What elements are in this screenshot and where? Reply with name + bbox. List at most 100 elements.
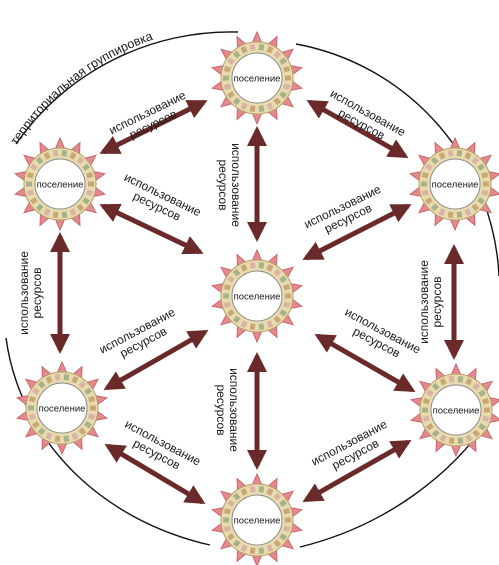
building-icon — [471, 203, 480, 212]
building-icon — [26, 189, 34, 196]
building-icon — [285, 75, 291, 81]
building-icon — [430, 203, 439, 212]
building-icon — [249, 261, 256, 269]
building-icon — [84, 387, 92, 395]
building-icon — [61, 211, 68, 219]
settlement-node-bottom: поселение — [210, 472, 304, 565]
building-icon — [227, 309, 235, 317]
resource-arrows — [50, 99, 464, 505]
settlement-label: поселение — [234, 516, 281, 527]
building-icon — [223, 66, 231, 73]
building-icon — [422, 398, 430, 405]
building-icon — [283, 301, 291, 308]
building-icon — [86, 189, 94, 196]
label-line-2: ресурсов — [216, 159, 230, 210]
building-icon — [471, 156, 480, 165]
building-icon — [482, 398, 490, 405]
arrow-lowerright-bottom — [302, 439, 412, 503]
building-icon — [232, 97, 241, 106]
building-icon — [279, 309, 287, 317]
building-icon — [61, 149, 68, 157]
building-icon — [37, 427, 46, 436]
building-icon — [249, 485, 256, 493]
building-icon — [283, 83, 291, 90]
building-icon — [223, 525, 231, 532]
settlement-node-upper-right: поселение — [408, 136, 499, 232]
building-icon — [43, 208, 51, 216]
building-icon — [71, 376, 79, 384]
building-icon — [63, 435, 70, 443]
building-icon — [266, 102, 274, 110]
building-icon — [283, 284, 291, 291]
building-icon — [37, 380, 46, 389]
building-icon — [447, 149, 454, 157]
building-icon — [273, 315, 282, 324]
building-icon — [249, 547, 256, 555]
building-icon — [426, 389, 434, 397]
building-icon — [448, 375, 455, 383]
building-icon — [69, 208, 77, 216]
building-icon — [258, 261, 265, 269]
settlement-label: поселение — [234, 292, 281, 303]
label-line-2: ресурсов — [214, 384, 228, 435]
building-icon — [223, 508, 231, 515]
group-boundary-right — [295, 43, 499, 277]
building-icon — [266, 264, 274, 272]
building-icon — [425, 163, 433, 171]
building-icon — [285, 293, 291, 299]
building-icon — [54, 373, 61, 381]
building-icon — [223, 83, 231, 90]
building-icon — [227, 499, 235, 507]
building-icon — [481, 189, 489, 196]
building-icon — [477, 163, 485, 171]
building-icon — [54, 435, 61, 443]
building-icon — [456, 211, 463, 219]
building-icon — [240, 488, 248, 496]
building-icon — [283, 508, 291, 515]
building-icon — [283, 66, 291, 73]
settlement-node-lower-left: поселение — [15, 360, 109, 456]
building-icon — [457, 437, 464, 445]
settlement-core — [430, 384, 482, 436]
building-icon — [421, 181, 427, 187]
building-icon — [227, 275, 235, 283]
building-icon — [266, 544, 274, 552]
settlement-core — [231, 494, 283, 546]
building-icon — [32, 421, 40, 429]
building-icon — [76, 203, 85, 212]
building-icon — [223, 517, 229, 523]
settlement-core — [231, 270, 283, 322]
building-icon — [285, 517, 291, 523]
settlement-label: поселение — [432, 180, 479, 191]
building-icon — [232, 50, 241, 59]
label-line-1: использование — [417, 260, 431, 344]
arrow-lowerleft-bottom — [104, 443, 206, 505]
arrow-center-lowerright — [314, 333, 416, 393]
building-icon — [232, 492, 241, 501]
building-icon — [232, 268, 241, 277]
building-icon — [240, 102, 248, 110]
building-icon — [472, 429, 481, 438]
building-icon — [431, 429, 440, 438]
settlement-core — [429, 158, 481, 210]
settlement-node-center: поселение — [210, 248, 304, 344]
building-icon — [35, 203, 44, 212]
building-icon — [30, 197, 38, 205]
building-icon — [421, 172, 429, 179]
settlement-label: поселение — [433, 406, 480, 417]
building-icon — [464, 208, 472, 216]
label-center-bottom: использованиересурсов — [214, 368, 241, 452]
label-center-lowerleft: использованиересурсов — [97, 305, 184, 368]
building-icon — [88, 181, 94, 187]
building-icon — [227, 91, 235, 99]
group-boundary-lower — [5, 337, 211, 546]
building-icon — [472, 382, 481, 391]
building-icon — [421, 189, 429, 196]
building-icon — [52, 211, 59, 219]
building-icon — [422, 407, 428, 413]
building-icon — [240, 544, 248, 552]
building-icon — [258, 485, 265, 493]
building-icon — [45, 432, 53, 440]
building-icon — [283, 525, 291, 532]
